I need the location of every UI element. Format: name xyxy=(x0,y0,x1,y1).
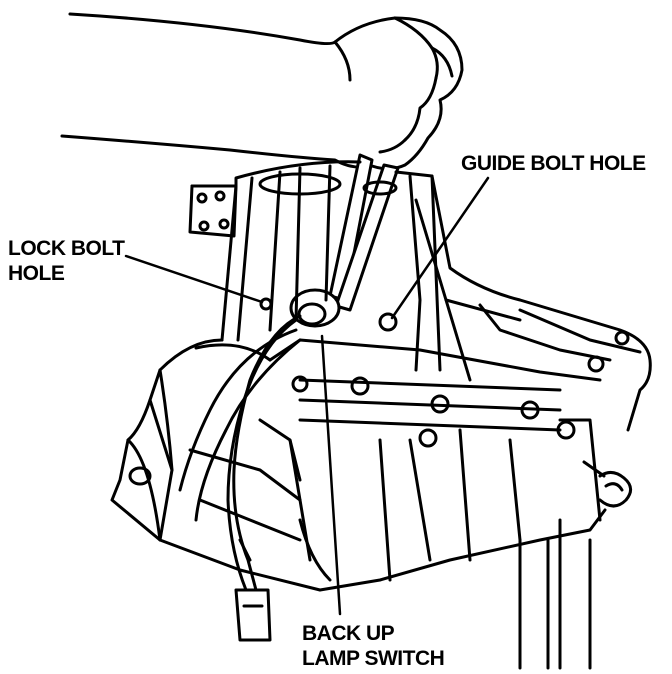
lock-bolt-hole-label-line1: LOCK BOLT xyxy=(8,237,125,260)
hand-drawing xyxy=(60,12,464,171)
back-up-lamp-switch-label-line1: BACK UP xyxy=(302,622,395,645)
guide-bolt-leader xyxy=(390,176,490,320)
back-up-switch-leader xyxy=(320,334,342,616)
back-up-lamp-switch-label-line2: LAMP SWITCH xyxy=(302,647,445,670)
leader-lines xyxy=(124,176,490,616)
lock-bolt-leader xyxy=(124,254,264,304)
lock-bolt-hole-label-line2: HOLE xyxy=(8,262,65,285)
wire-harness-drawing xyxy=(178,314,302,642)
housing-drawing xyxy=(110,160,652,670)
wrench-drawing xyxy=(289,153,400,328)
guide-bolt-hole-label: GUIDE BOLT HOLE xyxy=(461,152,646,175)
